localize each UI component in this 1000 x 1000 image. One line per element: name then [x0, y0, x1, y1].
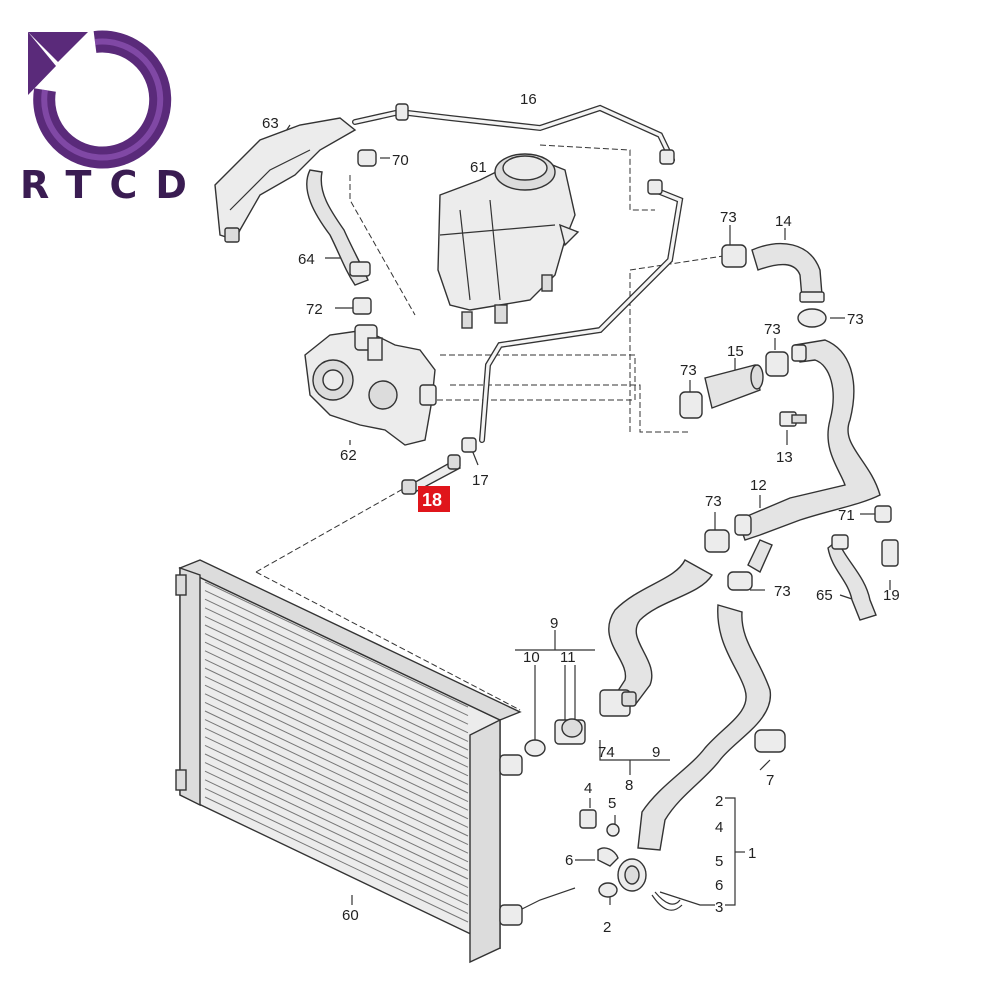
callout-14: 14 [775, 213, 792, 230]
radiator-fin [204, 641, 469, 768]
radiator-fin [204, 753, 469, 880]
callout-7: 7 [766, 772, 774, 789]
callout-73-c: 73 [764, 321, 781, 338]
radiator-fin [204, 719, 469, 846]
radiator-fin [204, 590, 469, 717]
hose-9 [608, 559, 713, 706]
radiator-fin [204, 701, 469, 828]
callout-60: 60 [342, 907, 359, 924]
hose-14 [751, 243, 825, 303]
radiator-fin [204, 615, 469, 742]
clamps-73-upper [679, 244, 827, 419]
radiator-fin [204, 762, 469, 889]
hose-64 [306, 169, 372, 315]
radiator-fin [204, 710, 469, 837]
callout-9-a: 9 [550, 615, 558, 632]
rotate-arrow-icon [28, 30, 172, 169]
radiator-fin [204, 796, 469, 923]
callout-17: 17 [472, 472, 489, 489]
radiator-fin [204, 676, 469, 803]
radiator-fin [204, 667, 469, 794]
callout-labels: 63 16 70 61 64 72 73 14 73 73 15 73 62 1… [262, 91, 900, 936]
callout-9-b: 9 [652, 744, 660, 761]
clip-70 [357, 149, 377, 167]
callout-10: 10 [523, 649, 540, 666]
callout-71: 71 [838, 507, 855, 524]
fitting-17 [461, 437, 477, 453]
radiator-fin [204, 650, 469, 777]
clip-71 [874, 505, 892, 523]
callout-11: 11 [560, 649, 576, 666]
radiator-fin [204, 736, 469, 863]
radiator-fin [204, 744, 469, 871]
leader-lines [255, 124, 891, 916]
hose-65 [827, 534, 877, 621]
callout-12: 12 [750, 477, 767, 494]
fitting-19 [881, 539, 899, 567]
radiator-fin [204, 658, 469, 785]
radiator-fin [204, 770, 469, 897]
callout-4-a: 4 [584, 780, 592, 797]
radiator-fin [204, 779, 469, 906]
radiator-fin [204, 607, 469, 734]
thermostat-housing-8 [524, 689, 637, 757]
clamps-73-mid [704, 529, 753, 591]
logo-text: RTCD [20, 163, 205, 207]
callout-62: 62 [340, 447, 357, 464]
callout-3: 3 [715, 899, 723, 916]
callout-2-b: 2 [603, 919, 611, 936]
highlight-badge-18: 18 [418, 486, 450, 512]
bolt-13 [779, 411, 807, 427]
radiator-fin [204, 727, 469, 854]
callout-2-a: 2 [715, 793, 723, 810]
callout-8: 8 [625, 777, 633, 794]
radiator-fin [204, 633, 469, 760]
radiator-fin [204, 598, 469, 725]
water-pump-62 [304, 324, 437, 446]
bolt-18 [401, 454, 461, 495]
callout-18-highlight: 18 [422, 490, 442, 510]
callout-65: 65 [816, 587, 833, 604]
coolant-pipe-16 [352, 103, 684, 443]
callout-72: 72 [306, 301, 323, 318]
callout-15: 15 [727, 343, 744, 360]
callout-4-b: 4 [715, 819, 723, 836]
callout-16: 16 [520, 91, 537, 108]
radiator-fin [204, 624, 469, 751]
lower-fittings-1-6 [579, 809, 683, 911]
callout-63: 63 [262, 115, 279, 132]
radiator-fin [204, 787, 469, 914]
callout-73-f: 73 [774, 583, 791, 600]
callout-73-b: 73 [847, 311, 864, 328]
callout-74: 74 [598, 744, 615, 761]
callout-19: 19 [883, 587, 900, 604]
radiator-fin [204, 684, 469, 811]
callout-73-a: 73 [720, 209, 737, 226]
radiator-fins [204, 581, 469, 923]
brand-logo: RTCD [20, 30, 205, 207]
callout-6-b: 6 [715, 877, 723, 894]
callout-1: 1 [748, 845, 756, 862]
callout-64: 64 [298, 251, 315, 268]
callout-5-a: 5 [608, 795, 616, 812]
radiator-fin [204, 581, 469, 708]
hose-12 [734, 339, 881, 573]
hose-15 [704, 364, 764, 409]
bracket-63 [214, 117, 357, 243]
callout-61: 61 [470, 159, 487, 176]
callout-13: 13 [776, 449, 793, 466]
callout-73-d: 73 [680, 362, 697, 379]
hose-7 [637, 604, 786, 851]
callout-5-b: 5 [715, 853, 723, 870]
callout-70: 70 [392, 152, 409, 169]
radiator-fin [204, 693, 469, 820]
expansion-tank-61 [437, 153, 580, 329]
callout-73-e: 73 [705, 493, 722, 510]
callout-6-a: 6 [565, 852, 573, 869]
radiator-60 [175, 559, 523, 964]
